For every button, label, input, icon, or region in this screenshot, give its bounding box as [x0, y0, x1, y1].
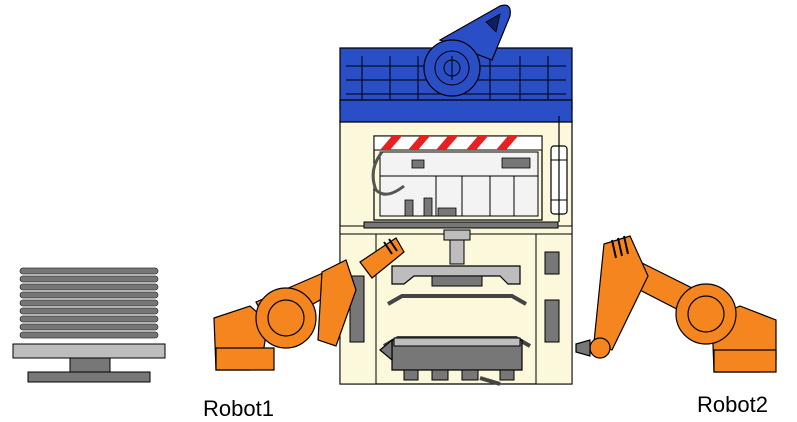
- upper-die: [392, 266, 520, 284]
- bolster-left-foot: [404, 370, 418, 380]
- ram-plate: [364, 222, 558, 228]
- press-machine: [340, 5, 572, 384]
- warning-red-stripes: [380, 136, 518, 150]
- robot2-foot: [714, 350, 776, 372]
- slide-block-3: [438, 208, 456, 216]
- sheet-metal-blanks: [20, 268, 158, 338]
- crown-band: [340, 100, 572, 122]
- robot2-wrist-rings: [612, 236, 628, 258]
- crown-motor-arm-dark: [486, 14, 500, 32]
- robot2-gripper: [576, 340, 590, 356]
- slide-block-2: [424, 198, 432, 216]
- slide-indicator-right: [502, 158, 530, 168]
- bolster-mid-2: [462, 370, 478, 380]
- slide-indicator-left: [412, 160, 424, 168]
- slide-block-1: [405, 200, 413, 216]
- robot1-forearm: [360, 238, 404, 278]
- robot1-wrist-rings: [384, 239, 397, 254]
- robot1: [214, 238, 404, 370]
- robot2: [576, 236, 776, 372]
- robot2-upper-arm: [594, 236, 648, 350]
- upper-die-center: [432, 276, 482, 286]
- right-column-window: [545, 252, 559, 274]
- slide-cable: [373, 152, 404, 194]
- bolster-right-foot: [500, 370, 514, 380]
- scrap-chute: [480, 378, 500, 384]
- formed-part-upper: [388, 296, 526, 304]
- robot1-foot: [216, 348, 274, 370]
- stack-pallet: [13, 344, 165, 358]
- right-column-slot: [545, 300, 559, 342]
- ram-stem: [444, 230, 470, 240]
- robot2-wrist: [590, 338, 610, 358]
- robot2-shoulder-ring: [688, 296, 724, 332]
- stack-base-foot: [28, 372, 150, 382]
- bolster-mid: [432, 370, 448, 380]
- robot2-label: Robot2: [697, 392, 768, 417]
- slide-panel-dividers: [380, 176, 538, 216]
- robot1-label: Robot1: [203, 396, 274, 421]
- robot1-shoulder-ring: [268, 300, 304, 336]
- ram-stem-lower: [450, 240, 464, 264]
- robot1-gripper: [380, 340, 392, 360]
- robot1-upper-arm: [318, 260, 356, 346]
- robot1-shoulder: [256, 288, 316, 348]
- sheet-stack: [13, 268, 165, 382]
- stack-base-post: [70, 358, 110, 372]
- robot2-shoulder: [676, 284, 736, 344]
- lower-die-top: [394, 338, 520, 346]
